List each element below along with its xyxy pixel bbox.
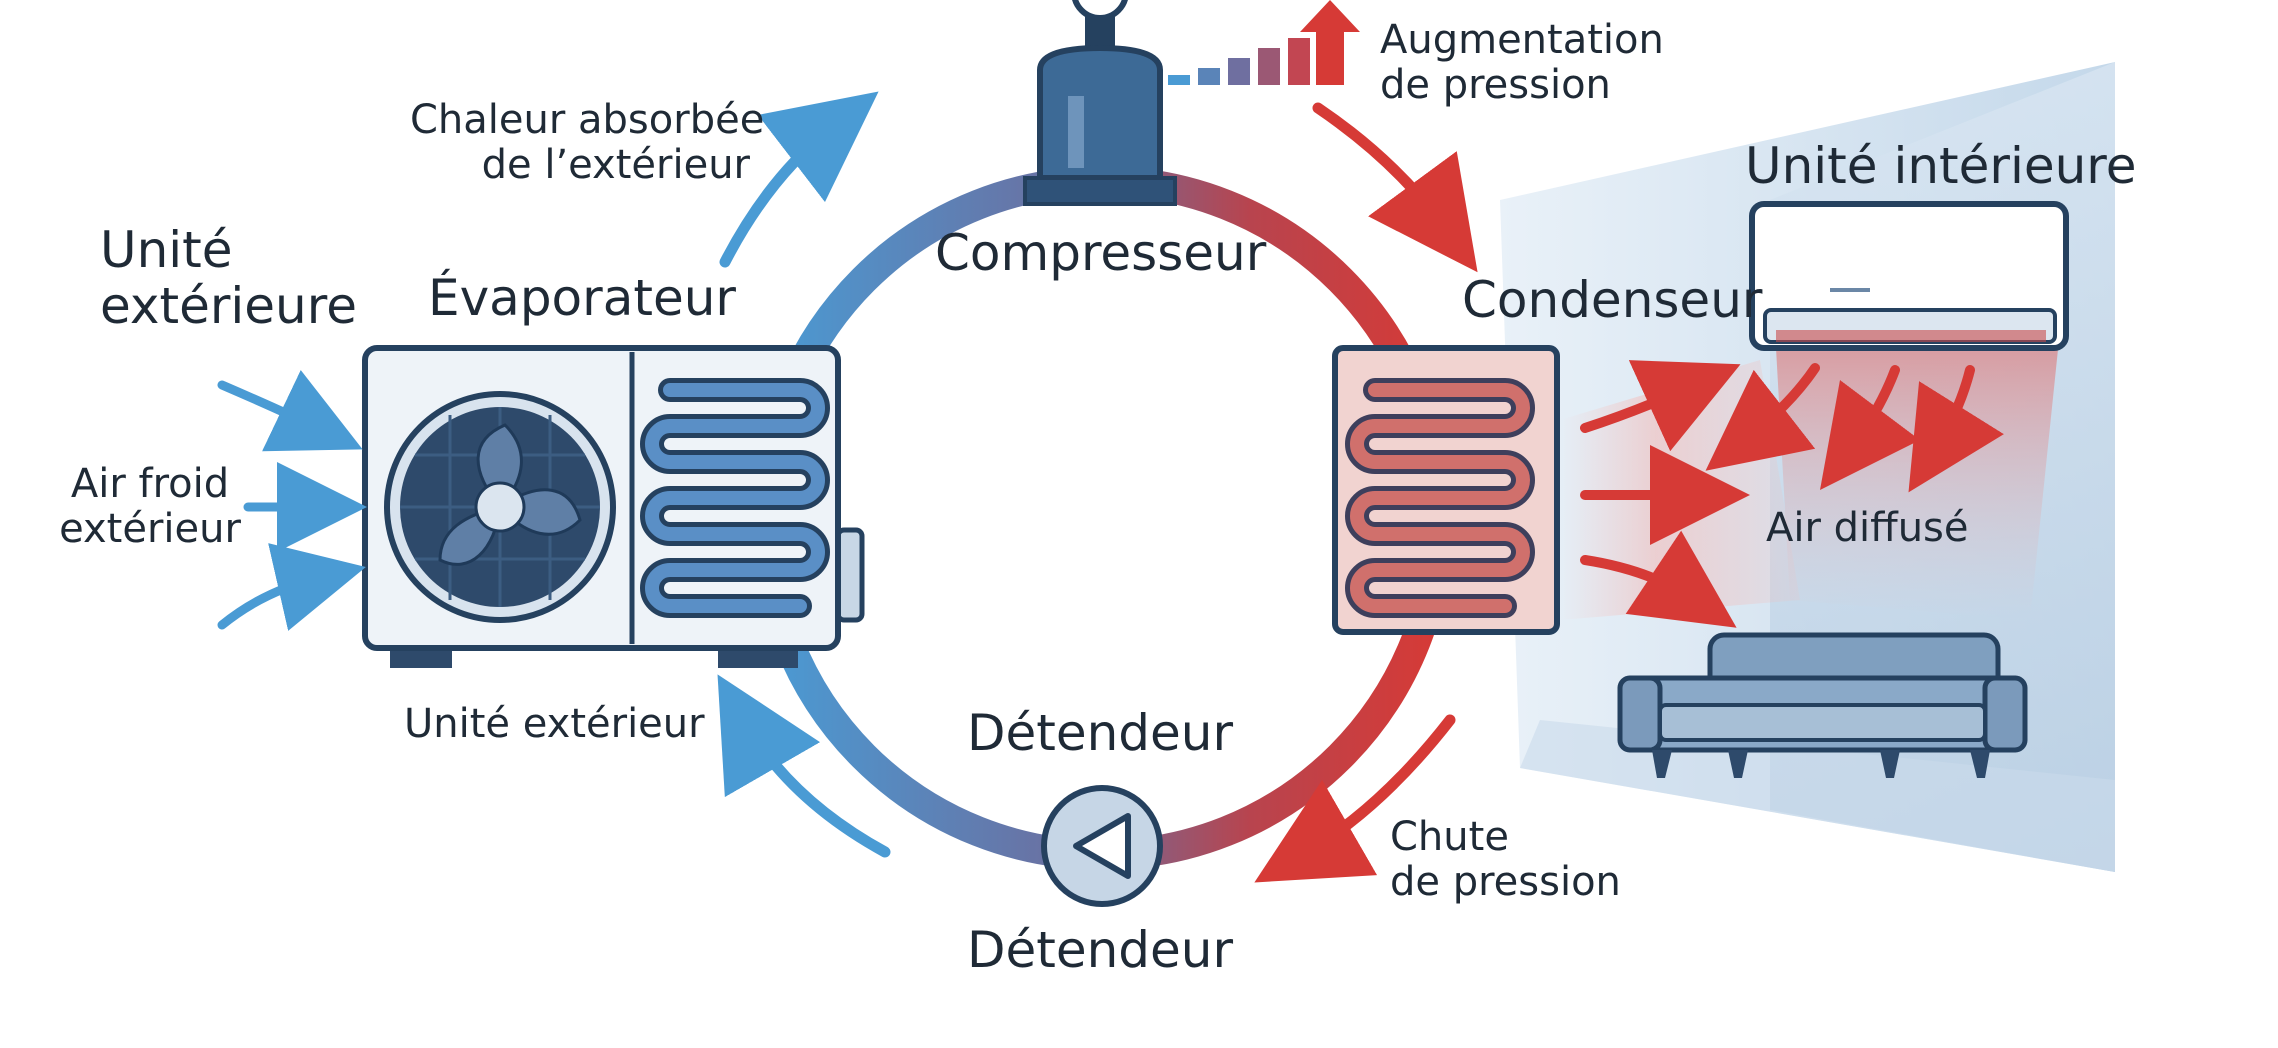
evaporator-coil-icon — [640, 378, 830, 618]
label-cold-air: Air froid extérieur — [55, 462, 245, 552]
label-heat-absorbed-line1: Chaleur absorbée — [410, 97, 765, 143]
condenser-coil-icon — [1332, 345, 1560, 635]
pressure-increase-arrow — [1312, 102, 1478, 273]
label-evaporator: Évaporateur — [428, 269, 736, 327]
heat-arrow-bottom — [1580, 530, 1737, 628]
diffuse-arrow-2 — [1820, 365, 1920, 491]
label-air-diffused: Air diffusé — [1766, 505, 1969, 551]
label-pressure-increase: Augmentation de pression — [1380, 18, 1664, 108]
label-outdoor-unit-line2: extérieure — [100, 277, 357, 335]
label-cold-air-line2: extérieur — [59, 505, 241, 552]
compressor-icon — [1023, 0, 1177, 206]
indoor-ac-unit-icon — [1749, 201, 2069, 351]
label-outdoor-unit-line1: Unité — [100, 221, 233, 279]
expansion-valve-icon — [1041, 785, 1163, 907]
cold-air-arrow-top — [217, 370, 363, 452]
label-expansion-valve-top: Détendeur — [966, 704, 1234, 762]
label-condenser: Condenseur — [1462, 271, 1763, 329]
pressure-drop-arrow — [1254, 714, 1456, 883]
label-outdoor-unit: Unité extérieure — [100, 222, 357, 334]
label-cold-air-line1: Air froid — [70, 461, 230, 507]
label-pressure-increase-line1: Augmentation — [1380, 17, 1664, 63]
label-heat-absorbed: Chaleur absorbée de l’extérieur — [410, 97, 765, 188]
label-pressure-drop-line1: Chute — [1390, 814, 1509, 860]
heat-to-room-arrows — [1580, 360, 2004, 628]
label-expansion-valve-bottom: Détendeur — [966, 921, 1234, 979]
cold-air-arrow-bottom — [217, 543, 366, 631]
loop-flow-blue — [717, 91, 891, 858]
label-indoor-unit: Unité intérieure — [1745, 137, 2137, 195]
cold-air-arrows — [217, 370, 367, 631]
warm-air-plume — [1775, 330, 2060, 620]
label-compressor: Compresseur — [935, 224, 1267, 282]
diffuse-arrow-1 — [1705, 363, 1820, 471]
label-heat-absorbed-line2: de l’extérieur — [481, 141, 750, 188]
fan-icon — [384, 391, 616, 623]
diffuse-arrow-3 — [1908, 365, 2004, 493]
return-flow-arrow — [717, 674, 891, 858]
label-outdoor-unit-caption: Unité extérieur — [404, 701, 705, 747]
label-pressure-increase-line2: de pression — [1380, 61, 1611, 108]
heat-arrow-top — [1580, 360, 1741, 452]
heat-absorbed-arrow — [719, 91, 879, 268]
label-pressure-drop: Chute de pression — [1390, 815, 1621, 905]
loop-flow-red — [1254, 102, 1478, 883]
pressure-bars — [1168, 0, 1360, 85]
label-pressure-drop-line2: de pression — [1390, 858, 1621, 905]
sofa-icon — [1617, 632, 2028, 778]
